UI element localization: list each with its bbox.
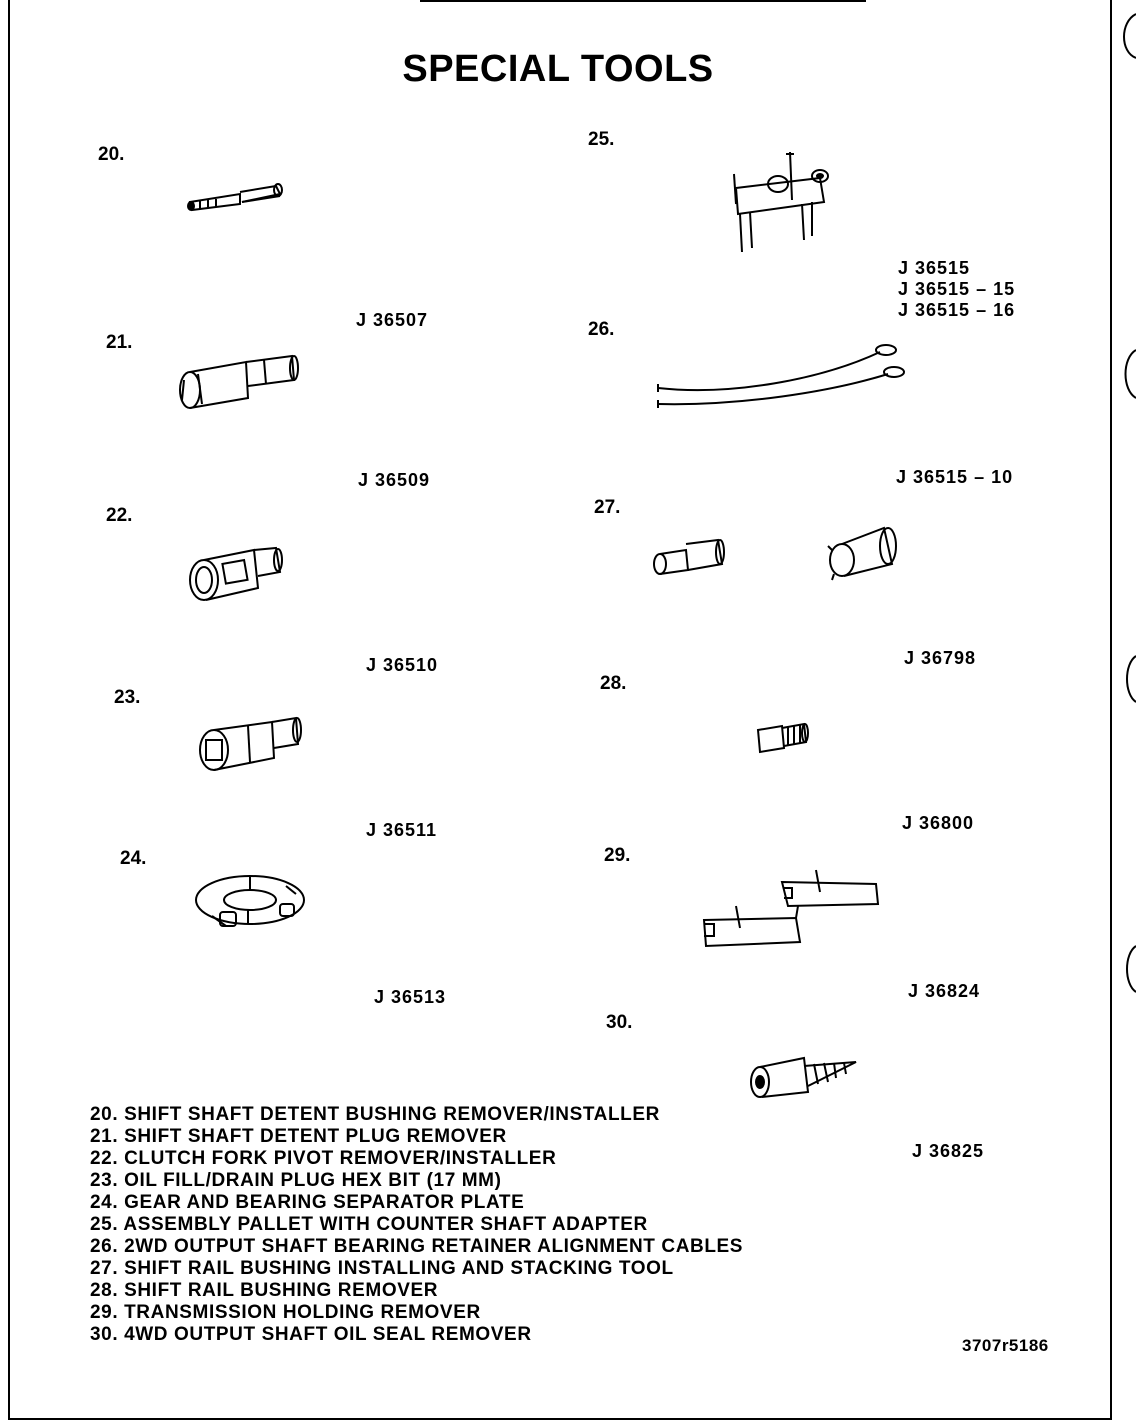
- tool-30-illustration: [750, 1056, 857, 1098]
- page-title: SPECIAL TOOLS: [402, 48, 714, 90]
- tool-27-illustration: [653, 526, 897, 581]
- tool-number-22: 22.: [106, 505, 133, 526]
- legend-item: 22. CLUTCH FORK PIVOT REMOVER/INSTALLER: [90, 1148, 557, 1169]
- legend-item: 24. GEAR AND BEARING SEPARATOR PLATE: [90, 1192, 525, 1213]
- tool-code-28: J 36798: [904, 648, 977, 668]
- tool-code-29: J 36800: [902, 813, 975, 833]
- legend-item: 21. SHIFT SHAFT DETENT PLUG REMOVER: [90, 1126, 507, 1147]
- legend-item: 26. 2WD OUTPUT SHAFT BEARING RETAINER AL…: [90, 1236, 744, 1257]
- tool-code-22: J 36509: [358, 470, 431, 490]
- tool-code-24: J 36511: [366, 820, 438, 840]
- page-frame: [8, 0, 1112, 1420]
- tool-code-26: J 36515 J 36515 – 15 J 36515 – 16: [898, 258, 1016, 320]
- tool-number-21: 21.: [106, 332, 133, 353]
- tool-code-30-b: J 36825: [912, 1141, 985, 1161]
- tool-26-illustration: [657, 344, 905, 408]
- tool-code-27: J 36515 – 10: [896, 467, 1014, 487]
- tool-number-29: 29.: [604, 845, 631, 866]
- legend-item: 23. OIL FILL/DRAIN PLUG HEX BIT (17 MM): [90, 1170, 502, 1191]
- tool-number-25: 25.: [588, 129, 615, 150]
- tool-number-28: 28.: [600, 673, 627, 694]
- tool-28-illustration: [756, 722, 809, 754]
- tool-23-illustration: [199, 716, 302, 771]
- tool-22-illustration: [189, 546, 283, 601]
- legend-item: 28. SHIFT RAIL BUSHING REMOVER: [90, 1280, 439, 1301]
- tool-code-23: J 36510: [366, 655, 439, 675]
- legend-item: 25. ASSEMBLY PALLET WITH COUNTER SHAFT A…: [90, 1214, 648, 1235]
- tool-number-24: 24.: [120, 848, 147, 869]
- tool-29-illustration: [702, 869, 880, 948]
- tool-21-illustration: [179, 354, 299, 409]
- legend-item: 30. 4WD OUTPUT SHAFT OIL SEAL REMOVER: [90, 1324, 532, 1345]
- tool-number-27: 27.: [594, 497, 621, 518]
- tool-24-illustration: [195, 875, 305, 927]
- tool-number-23: 23.: [114, 687, 141, 708]
- legend-item: 29. TRANSMISSION HOLDING REMOVER: [90, 1302, 481, 1323]
- binder-holes: [1123, 13, 1136, 993]
- tool-number-20: 20.: [98, 144, 125, 165]
- document-id: 3707r5186: [962, 1336, 1049, 1355]
- top-border: [420, 0, 866, 2]
- tool-number-30: 30.: [606, 1012, 633, 1033]
- tool-code-21: J 36507: [356, 310, 429, 330]
- tool-20-illustration: [187, 183, 283, 212]
- legend-item: 20. SHIFT SHAFT DETENT BUSHING REMOVER/I…: [90, 1104, 660, 1125]
- tool-number-26: 26.: [588, 319, 615, 340]
- tool-code-30: J 36824: [908, 981, 981, 1001]
- tool-code-24-b: J 36513: [374, 987, 447, 1007]
- tool-legend: 20. SHIFT SHAFT DETENT BUSHING REMOVER/I…: [90, 1104, 850, 1346]
- tool-25-illustration: [733, 151, 829, 253]
- legend-item: 27. SHIFT RAIL BUSHING INSTALLING AND ST…: [90, 1258, 674, 1279]
